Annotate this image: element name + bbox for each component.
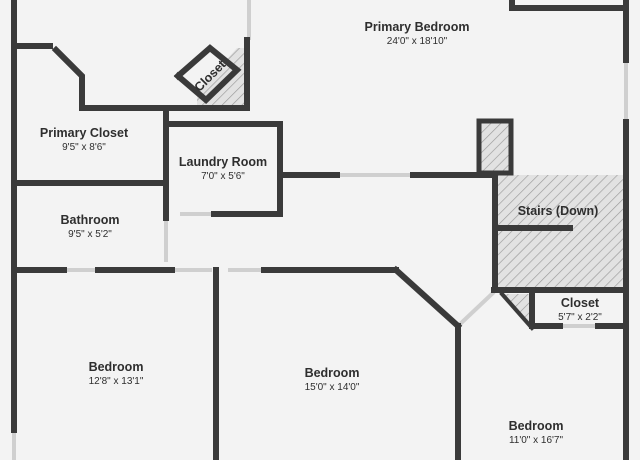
primary-closet-label: Primary Closet (40, 126, 129, 140)
stairs-label: Stairs (Down) (518, 204, 599, 218)
bedroom-left-label: Bedroom (89, 360, 144, 374)
primary-bedroom-dims: 24'0" x 18'10" (387, 36, 448, 47)
right-closet-dims: 5'7" x 2'2" (558, 312, 602, 323)
laundry-room-label: Laundry Room (179, 155, 267, 169)
laundry-room-dims: 7'0" x 5'6" (201, 171, 245, 182)
primary-closet-dims: 9'5" x 8'6" (62, 142, 106, 153)
right-closet-label: Closet (561, 296, 600, 310)
bathroom-label: Bathroom (60, 213, 119, 227)
bathroom-dims: 9'5" x 5'2" (68, 229, 112, 240)
walls (11, 0, 629, 460)
bedroom-mid-dims: 15'0" x 14'0" (305, 382, 360, 393)
windows (12, 0, 628, 460)
bedroom-right-dims: 11'0" x 16'7" (509, 435, 564, 446)
column-hatch (479, 121, 511, 173)
bedroom-right-label: Bedroom (509, 419, 564, 433)
bedroom-left-dims: 12'8" x 13'1" (89, 376, 144, 387)
primary-bedroom-label: Primary Bedroom (365, 20, 470, 34)
bedroom-mid-label: Bedroom (305, 366, 360, 380)
stairs-hatch (495, 175, 624, 290)
